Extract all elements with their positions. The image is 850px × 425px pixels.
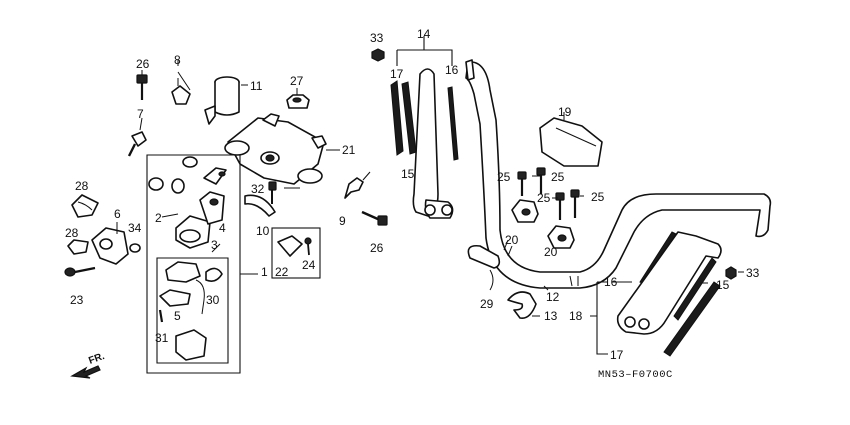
callout-23: 23 — [70, 293, 84, 307]
callout-21: 21 — [342, 143, 356, 157]
callout-14: 14 — [417, 27, 431, 41]
callout-11: 11 — [250, 79, 263, 93]
clip-8 — [171, 78, 191, 105]
callout-15-right: 15 — [716, 278, 730, 292]
diagram-code: MN53–F0700C — [598, 369, 673, 381]
frame-22-24 — [271, 227, 321, 279]
bolt-32 — [268, 181, 277, 204]
callout-6: 6 — [114, 207, 121, 221]
callout-5: 5 — [174, 309, 181, 323]
stem-pipe-11 — [204, 76, 248, 125]
strip-15-right — [673, 257, 717, 321]
bracket-18 — [590, 281, 608, 355]
callout-27: 27 — [290, 74, 304, 88]
callout-10: 10 — [256, 224, 270, 238]
frame-3-group — [156, 257, 229, 364]
strip-16-left — [447, 86, 459, 161]
callout-32: 32 — [251, 182, 265, 196]
switch-body-3 — [159, 261, 207, 361]
bolt-24 — [304, 237, 312, 256]
holder-29 — [467, 244, 501, 291]
lock-case-6 — [91, 227, 129, 265]
callout-25d: 25 — [591, 190, 605, 204]
callout-30: 30 — [206, 293, 220, 307]
callout-7: 7 — [137, 107, 144, 121]
cover-22 — [277, 235, 303, 257]
callout-26-top: 26 — [136, 57, 150, 71]
callout-29: 29 — [480, 297, 494, 311]
key-7 — [127, 117, 147, 157]
frame-1-group — [146, 154, 241, 374]
screw-23 — [64, 266, 96, 277]
callout-8: 8 — [174, 53, 181, 67]
seal-28-lower — [67, 239, 89, 255]
callout-25a: 25 — [497, 170, 511, 184]
callout-16-right: 16 — [604, 275, 618, 289]
callout-20b: 20 — [544, 245, 558, 259]
screw-34 — [129, 243, 141, 253]
bolt-25c — [555, 192, 565, 220]
cover-18 — [616, 231, 722, 335]
front-arrow — [70, 365, 101, 379]
callout-25c: 25 — [537, 191, 551, 205]
callout-18: 18 — [569, 309, 583, 323]
callout-24: 24 — [302, 258, 316, 272]
upper-holder-20b — [547, 225, 575, 249]
bolt-26-top — [136, 74, 148, 100]
callout-13: 13 — [544, 309, 558, 323]
ignition-switch-2 — [148, 156, 227, 249]
callout-15-left: 15 — [401, 167, 415, 181]
leader-lines — [116, 60, 744, 317]
pin-31 — [158, 309, 164, 323]
callout-9: 9 — [339, 214, 346, 228]
bolt-33-right — [725, 266, 737, 280]
callout-31: 31 — [155, 331, 169, 345]
cover-14 — [412, 68, 454, 219]
bolt-25a — [517, 171, 527, 196]
callout-34: 34 — [128, 221, 142, 235]
callout-22: 22 — [275, 265, 289, 279]
callout-28-bottom: 28 — [65, 226, 79, 240]
callout-20a: 20 — [505, 233, 519, 247]
clip-10 — [244, 194, 276, 217]
strip-17-left — [390, 80, 404, 156]
callout-16-left: 16 — [445, 63, 459, 77]
bracket-14 — [396, 36, 453, 66]
callout-1: 1 — [261, 265, 268, 279]
callout-4: 4 — [219, 221, 226, 235]
cover-19 — [539, 117, 603, 167]
callout-19: 19 — [558, 105, 572, 119]
seal-28-upper — [71, 194, 99, 218]
strip-17-right — [663, 281, 721, 357]
callout-33-top: 33 — [370, 31, 384, 45]
strip-15-left — [401, 81, 417, 155]
callout-28-top: 28 — [75, 179, 89, 193]
top-bridge-21 — [224, 113, 340, 185]
bolt-25b — [536, 167, 546, 194]
bolt-33-top — [371, 48, 385, 62]
spring-30 — [205, 267, 223, 282]
clamp-13 — [507, 291, 537, 320]
callout-33-right: 33 — [746, 266, 760, 280]
bracket-9 — [344, 171, 371, 199]
callout-17-right: 17 — [610, 348, 624, 362]
callout-12: 12 — [546, 290, 560, 304]
nut-27 — [286, 88, 310, 109]
handlebar-12 — [465, 59, 772, 289]
callout-2: 2 — [155, 211, 162, 225]
bolt-25d — [570, 189, 580, 218]
upper-holder-20a — [511, 199, 539, 223]
callout-26-mid: 26 — [370, 241, 384, 255]
callout-25b: 25 — [551, 170, 565, 184]
callout-3: 3 — [211, 238, 218, 252]
front-label: FR. — [87, 351, 106, 367]
bolt-26-mid — [361, 210, 388, 226]
callout-17-left: 17 — [390, 67, 404, 81]
